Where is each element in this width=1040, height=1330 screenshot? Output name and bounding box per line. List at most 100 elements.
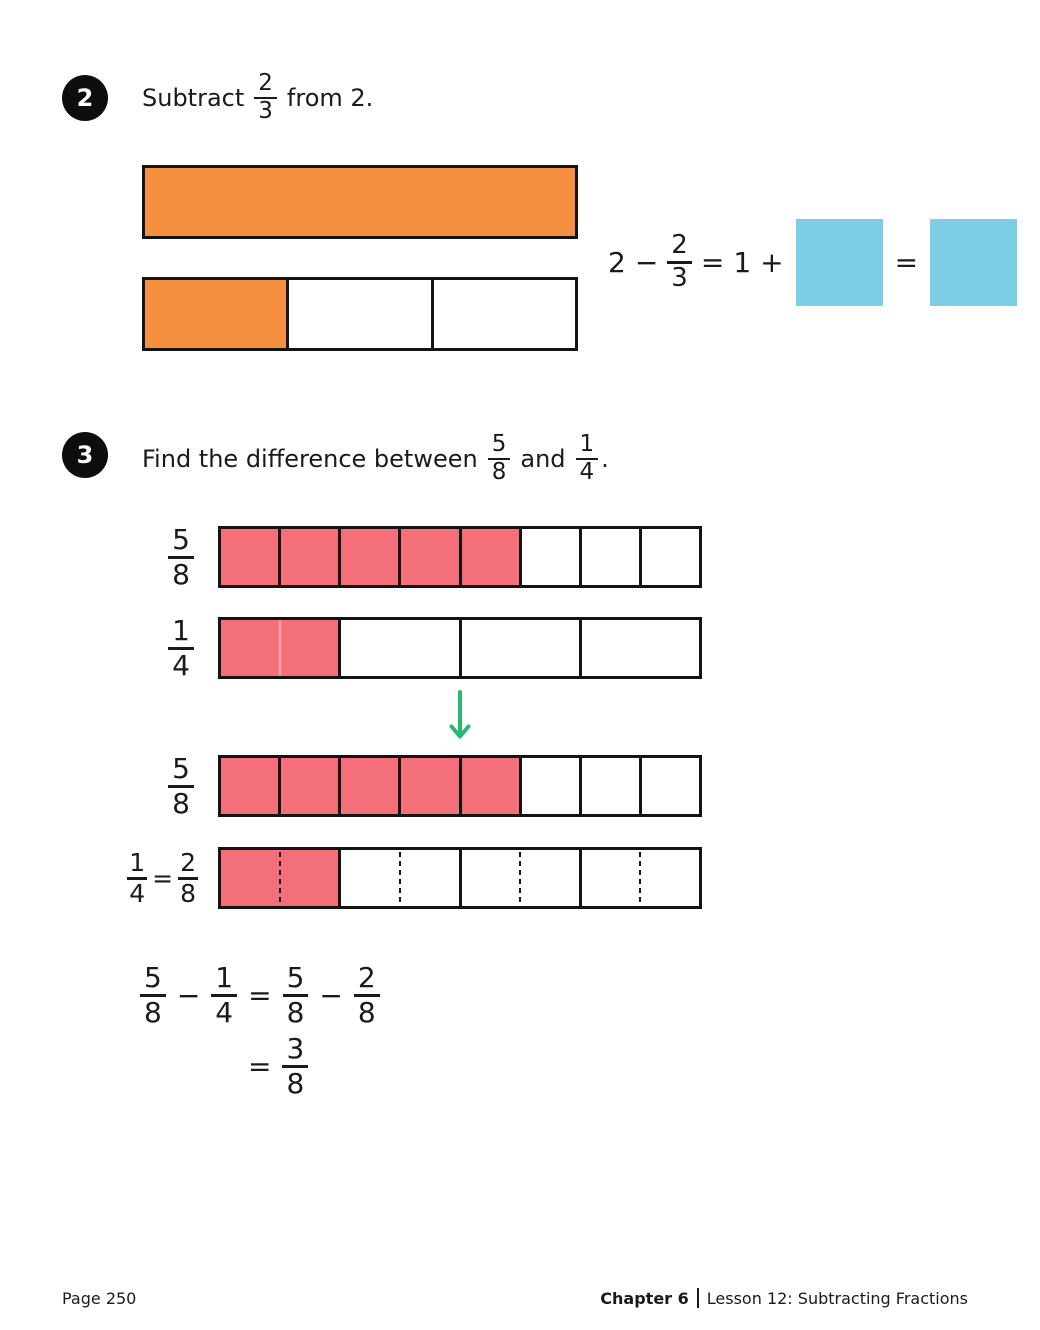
plus-sign: + <box>760 245 784 279</box>
segment-seam <box>278 620 282 676</box>
down-arrow-icon <box>447 689 473 745</box>
fraction-denominator: 3 <box>254 97 277 125</box>
fraction-denominator: 8 <box>487 458 511 486</box>
chapter-label: Chapter 6 <box>600 1288 689 1308</box>
number-text: 2 <box>608 245 626 279</box>
prompt-text: from 2. <box>286 84 374 112</box>
equals-sign: = <box>248 1049 272 1083</box>
bar-segment <box>145 280 287 348</box>
fraction-numerator: 5 <box>172 752 190 786</box>
bar-segment <box>221 620 339 676</box>
dashed-half-divider <box>639 852 642 904</box>
fraction-numerator: 5 <box>491 431 507 458</box>
minus-sign: − <box>634 245 659 279</box>
bar-segment <box>578 620 699 676</box>
minus-sign: − <box>319 978 343 1012</box>
answer-box <box>795 218 883 306</box>
bar-segment <box>286 280 431 348</box>
equals-sign: = <box>700 245 725 279</box>
equals-sign: = <box>152 863 174 893</box>
dashed-half-divider <box>519 852 522 904</box>
fraction-numerator: 2 <box>258 70 273 97</box>
whole-bar-model <box>142 165 578 239</box>
fraction-denominator: 8 <box>282 1064 309 1099</box>
number-text: 1 <box>733 245 752 279</box>
fraction-denominator: 8 <box>178 876 198 908</box>
fraction-denominator: 4 <box>127 876 148 908</box>
bar-segment <box>338 758 399 814</box>
fraction-denominator: 8 <box>353 993 380 1028</box>
fraction-numerator: 1 <box>215 961 234 995</box>
problem-3-number-badge: 3 <box>62 432 108 478</box>
fraction-denominator: 8 <box>168 555 194 590</box>
bar-segment <box>578 850 699 906</box>
eighths-bar-model-top <box>218 526 702 588</box>
fraction-denominator: 4 <box>575 458 599 486</box>
fourths-bar-model-dashed <box>218 847 702 909</box>
bar-segment <box>458 529 519 585</box>
bar-segment <box>338 620 459 676</box>
bar-segment <box>338 850 459 906</box>
bar-segment <box>145 168 575 236</box>
fraction-numerator: 2 <box>671 230 688 261</box>
bar-segment <box>638 529 699 585</box>
bar-segment <box>518 758 579 814</box>
page-number: Page 250 <box>62 1289 137 1308</box>
bar-segment <box>458 850 579 906</box>
bar-segment <box>221 850 339 906</box>
equals-sign: = <box>894 245 919 279</box>
fraction-denominator: 8 <box>168 784 194 819</box>
bar-segment <box>458 620 579 676</box>
fraction-numerator: 1 <box>172 614 190 648</box>
fraction-numerator: 1 <box>129 847 146 877</box>
fraction-numerator: 2 <box>180 847 196 877</box>
fraction-numerator: 1 <box>579 431 595 458</box>
fraction-numerator: 5 <box>144 961 162 995</box>
lesson-label: Lesson 12: Subtracting Fractions <box>706 1288 968 1308</box>
bar-segment <box>221 758 279 814</box>
bar-segment <box>518 529 579 585</box>
dashed-half-divider <box>278 852 281 904</box>
bar-segment <box>638 758 699 814</box>
bar-segment <box>430 280 575 348</box>
prompt-text: . <box>601 445 609 473</box>
fraction-numerator: 3 <box>286 1032 305 1066</box>
bar-segment <box>278 758 339 814</box>
bar-segment <box>578 529 639 585</box>
fraction-one-fourth: 1 4 <box>575 431 599 486</box>
equals-sign: = <box>248 978 272 1012</box>
fraction-denominator: 3 <box>667 260 692 293</box>
problem-3-prompt: Find the difference between 5 8 and 1 4 … <box>142 424 609 494</box>
thirds-bar-model <box>142 277 578 351</box>
fraction-denominator: 4 <box>211 993 238 1028</box>
bar-segment <box>221 529 279 585</box>
bar-segment <box>338 529 399 585</box>
prompt-text: and <box>520 445 566 473</box>
prompt-text: Find the difference between <box>142 445 478 473</box>
bar-segment <box>398 529 459 585</box>
answer-box <box>930 218 1018 306</box>
dashed-half-divider <box>398 852 401 904</box>
bar-segment <box>398 758 459 814</box>
prompt-text: Subtract <box>142 84 245 112</box>
fraction-denominator: 8 <box>140 993 166 1028</box>
bar-segment <box>458 758 519 814</box>
bar-segment <box>278 529 339 585</box>
fraction-five-eighths: 5 8 <box>487 431 511 486</box>
